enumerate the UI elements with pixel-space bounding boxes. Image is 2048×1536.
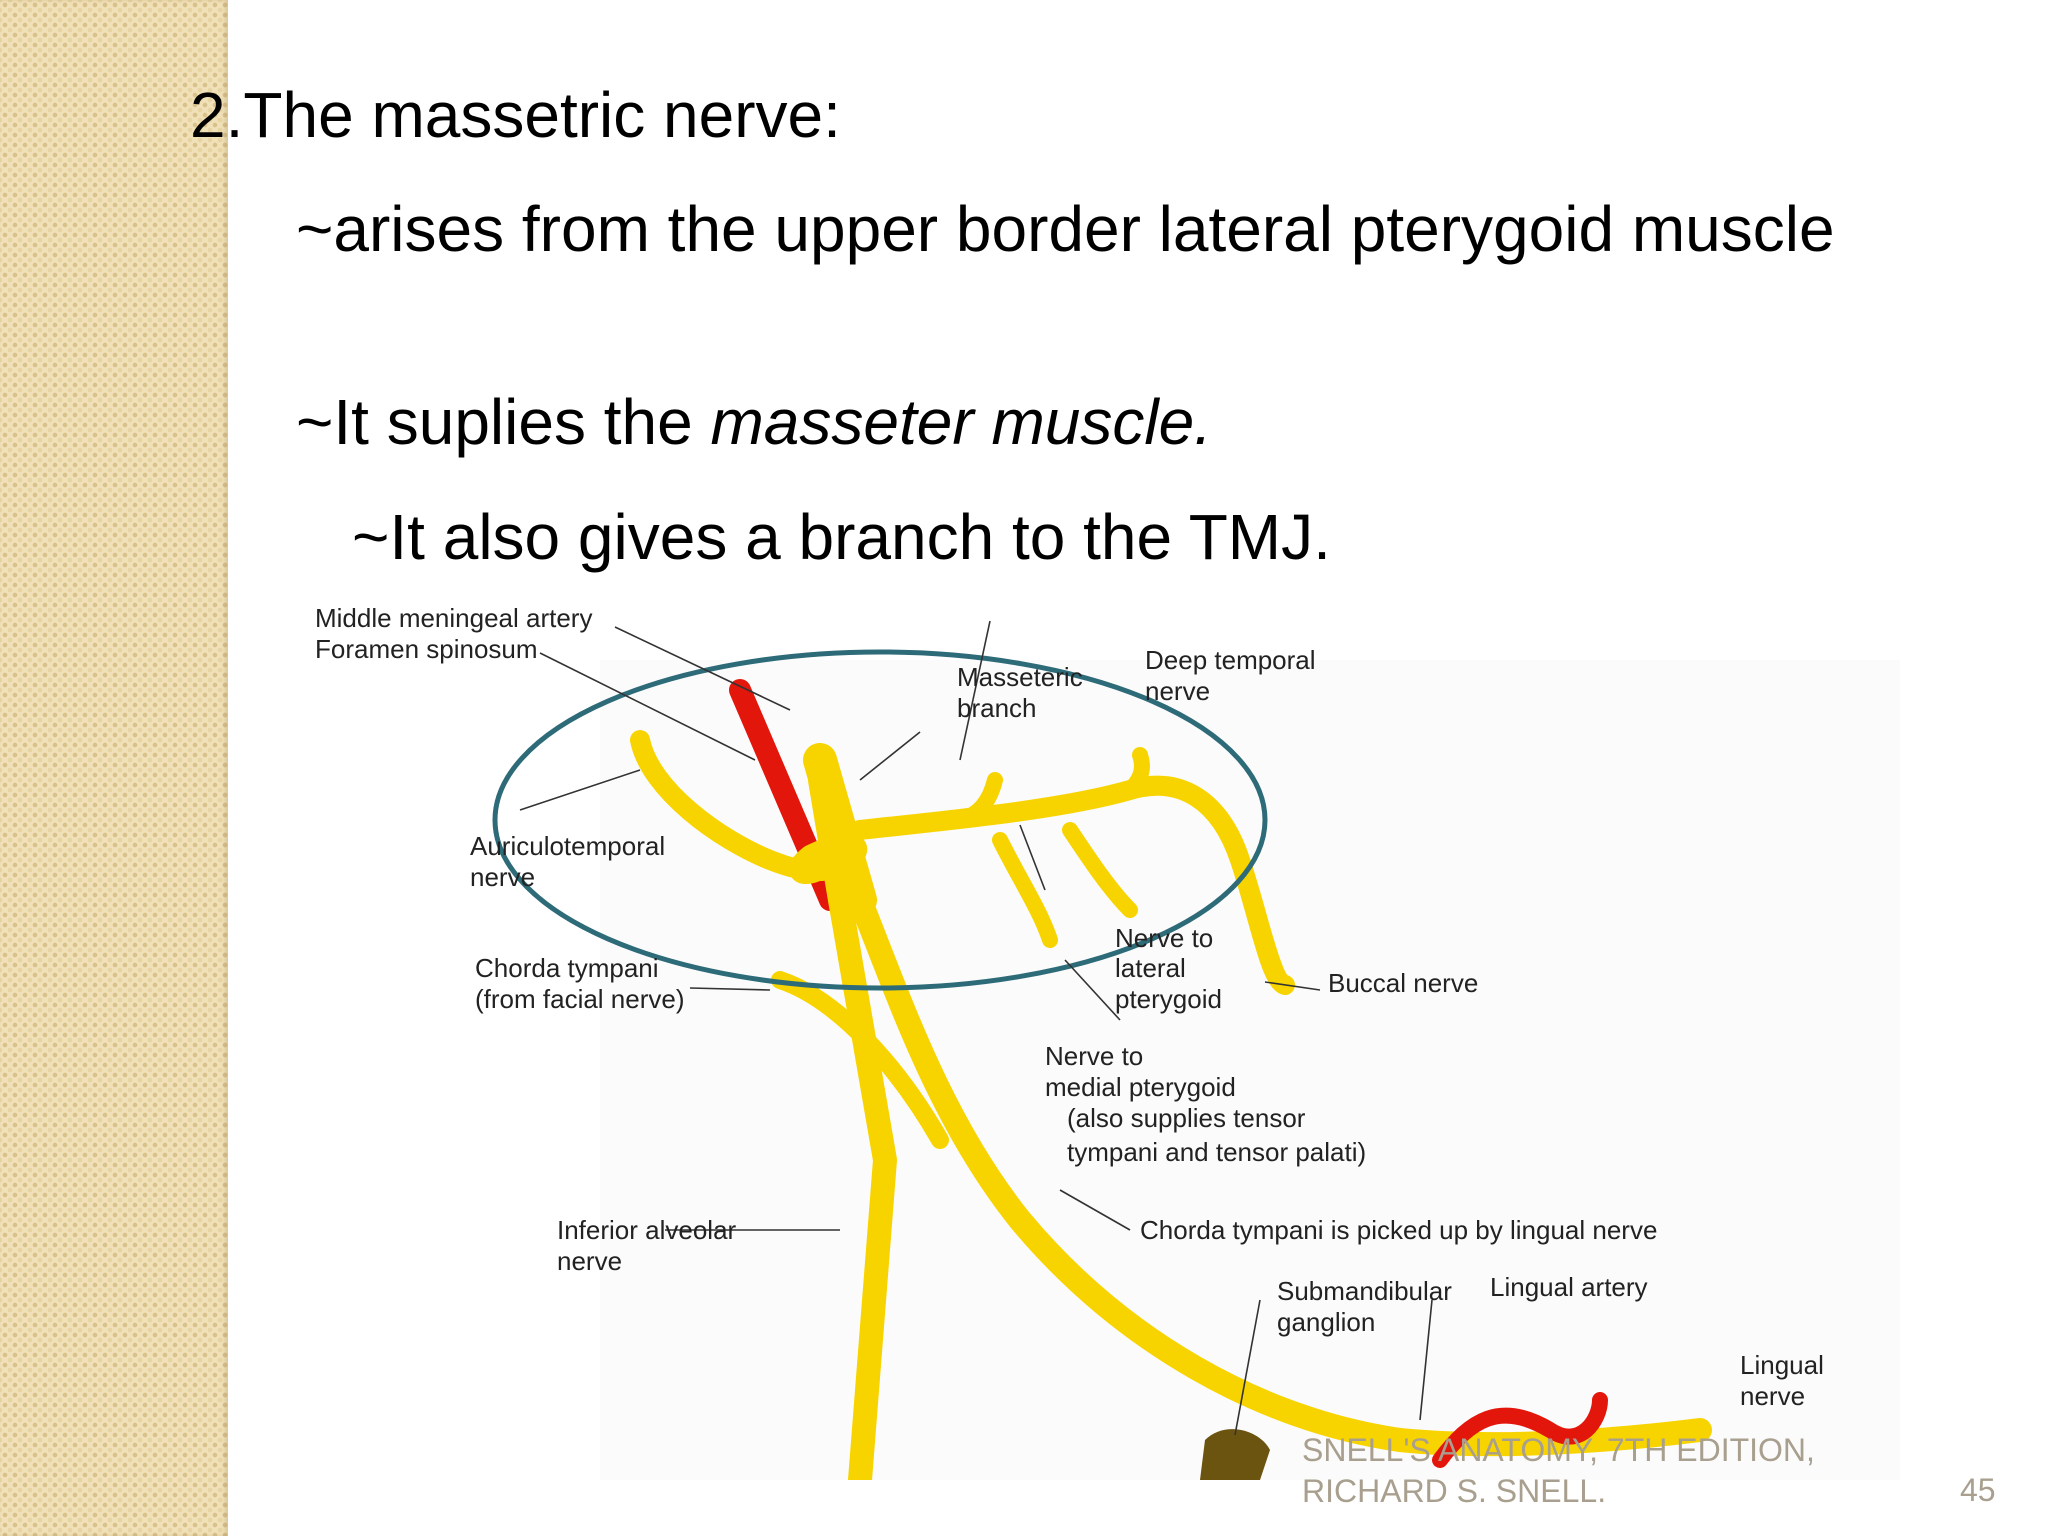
leader-foramen-spinosum: [539, 652, 756, 761]
label-auriculotemporal-1: Auriculotemporal: [470, 831, 665, 861]
lingual-nerve: [848, 888, 1712, 1457]
chorda-tympani: [771, 971, 949, 1149]
label-inferior-alveolar-1: Inferior alveolar: [557, 1215, 737, 1245]
leader-chorda-tympani: [689, 987, 771, 991]
label-lingual-nerve-1: Lingual: [1740, 1350, 1824, 1380]
label-medial-pterygoid-3: (also supplies tensor: [1067, 1103, 1306, 1133]
nerve-lateral-pterygoid-2: [1062, 822, 1138, 918]
slide-heading: 2.The massetric nerve:: [190, 79, 841, 151]
label-chorda-tympani-1: Chorda tympani: [475, 953, 659, 983]
source-line-1: SNELL'S ANATOMY, 7TH EDITION,: [1302, 1432, 1815, 1468]
label-lingual-nerve-2: nerve: [1740, 1381, 1805, 1411]
label-medial-pterygoid-1: Nerve to: [1045, 1041, 1143, 1071]
bullet-supplies-emphasis: masseter muscle.: [710, 386, 1212, 458]
lingual-artery: [1432, 1392, 1608, 1468]
deep-temporal-nerve: [1122, 747, 1150, 798]
bullet-supplies: ~It suplies the masseter muscle.: [296, 385, 1212, 459]
leader-submandibular: [1234, 1299, 1261, 1436]
nerve-lateral-pterygoid-1: [992, 832, 1058, 948]
leader-lingual-artery: [1419, 1299, 1433, 1421]
label-chorda-tympani-2: (from facial nerve): [475, 984, 685, 1014]
label-lateral-pterygoid-3: pterygoid: [1115, 984, 1222, 1014]
masseteric-branch: [952, 772, 1003, 828]
label-medial-pterygoid-4: tympani and tensor palati): [1067, 1137, 1366, 1167]
label-buccal-nerve: Buccal nerve: [1328, 968, 1478, 998]
label-submandibular-1: Submandibular: [1277, 1276, 1452, 1306]
leader-middle-meningeal: [614, 626, 791, 711]
label-lingual-artery: Lingual artery: [1490, 1272, 1648, 1302]
leader-masseteric: [959, 620, 991, 761]
highlight-ellipse: [492, 649, 1268, 991]
page-number: 45: [1960, 1472, 1996, 1508]
bullet-supplies-prefix: ~It suplies the: [296, 386, 711, 458]
label-auriculotemporal-2: nerve: [470, 862, 535, 892]
submandibular-ganglion: [1200, 1429, 1270, 1480]
leader-lateral-pterygoid: [1019, 824, 1046, 891]
label-deep-temporal-2: nerve: [1145, 676, 1210, 706]
label-submandibular-2: ganglion: [1277, 1307, 1375, 1337]
mandibular-nerve-diagram: Middle meningeal artery Foramen spinosum…: [315, 603, 1900, 1480]
label-masseteric-2: branch: [957, 693, 1037, 723]
source-line-2: RICHARD S. SNELL.: [1302, 1473, 1607, 1509]
label-deep-temporal-1: Deep temporal: [1145, 645, 1316, 675]
mandibular-trunk: [803, 743, 877, 917]
leader-buccal: [1264, 981, 1321, 991]
label-chorda-picked-up: Chorda tympani is picked up by lingual n…: [1140, 1215, 1657, 1245]
leader-masseteric-branch: [859, 731, 921, 781]
leader-chorda-picked-up: [1059, 1189, 1131, 1231]
leader-auriculotemporal: [519, 769, 641, 811]
label-masseteric-1: Masseteric: [957, 662, 1083, 692]
decorative-side-strip: [0, 0, 228, 1536]
label-inferior-alveolar-2: nerve: [557, 1246, 622, 1276]
label-foramen-spinosum: Foramen spinosum: [315, 634, 538, 664]
bullet-tmj: ~It also gives a branch to the TMJ.: [352, 501, 1331, 573]
label-lateral-pterygoid-1: Nerve to: [1115, 923, 1213, 953]
bullet-arises: ~arises from the upper border lateral pt…: [296, 193, 1835, 265]
label-lateral-pterygoid-2: lateral: [1115, 953, 1186, 983]
source-citation: SNELL'S ANATOMY, 7TH EDITION, RICHARD S.…: [1302, 1430, 1815, 1512]
label-medial-pterygoid-2: medial pterygoid: [1045, 1072, 1236, 1102]
label-middle-meningeal: Middle meningeal artery: [315, 603, 592, 633]
leader-medial-pterygoid: [1064, 959, 1121, 1021]
